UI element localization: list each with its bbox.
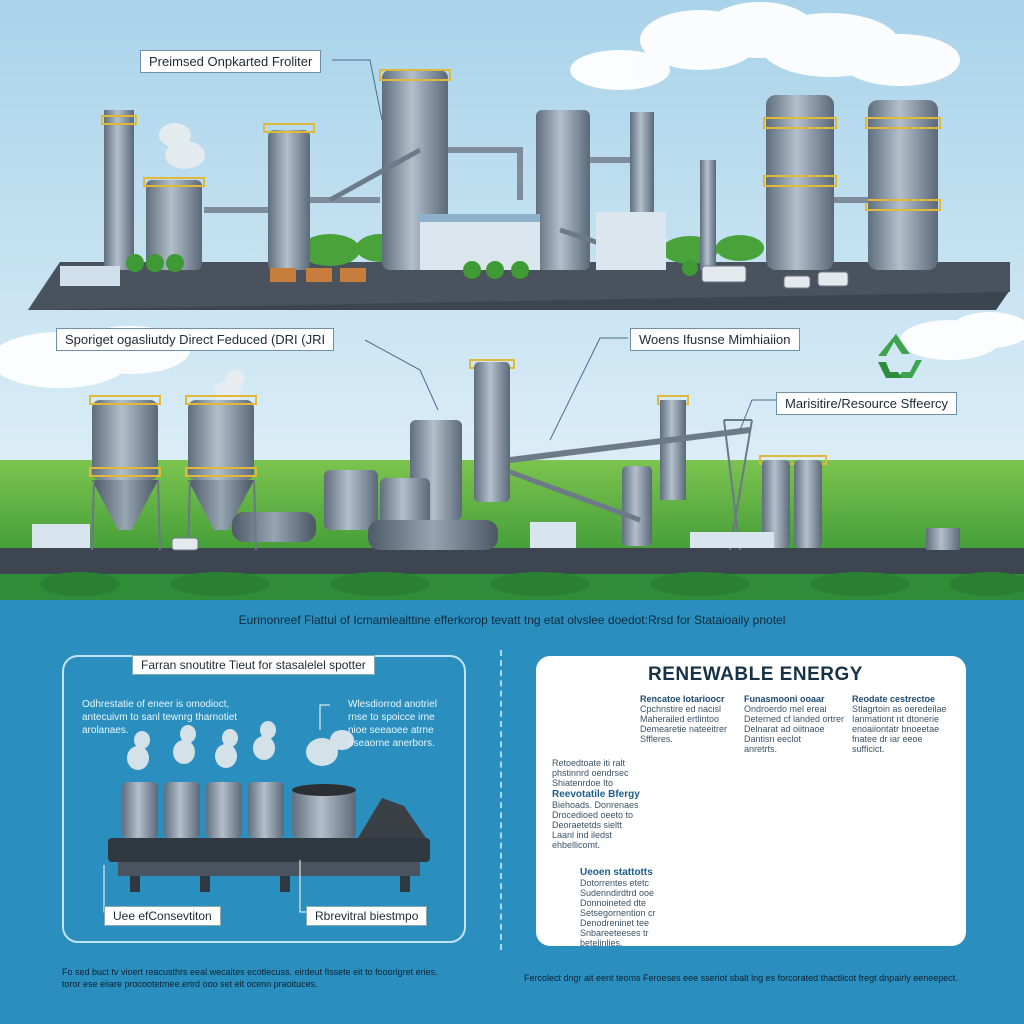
smoke [159, 123, 245, 403]
left-panel-title: Farran snoutitre Tieut for stasalelel sp… [132, 655, 375, 675]
re-subsection-2: Ueoen stattotts Dotorrentes etetc Sudenn… [580, 867, 656, 949]
footer-right: Fercolect dngr ait eent teoms Feroeses e… [524, 973, 958, 983]
re-subsection-1: Reevotatile Bfergy Biehoads. Donrenaes D… [552, 789, 640, 851]
callout-resource: Marisitire/Resource Sffeercy [776, 392, 958, 415]
label-conservation: Uee efConsevtiton [104, 906, 221, 926]
recycle-icon [878, 334, 922, 378]
re-column-2: Funasmooni ooaar Ondroerdo mel ereai Det… [744, 694, 845, 754]
callout-top: Preimsed Onpkarted Froliter [140, 50, 322, 73]
bottom-plant [0, 359, 1024, 600]
panel-divider [500, 650, 502, 950]
info-headline: Eurinonreef Flattul of Icmamlealttine ef… [238, 613, 786, 627]
callout-leaders [332, 59, 776, 441]
re-column-3: Reodate cestrectoe Stlagrtoin as oeredei… [852, 694, 947, 754]
callout-waste: Woens Ifusnse Mimhiaiion [630, 328, 800, 351]
re-recycle-note: Retoedtoate iti ralt phstinnrd oendrsec … [552, 758, 629, 788]
left-panel-text-a: Odhrestatie of eneer is omodioct, antecu… [82, 699, 238, 736]
renewable-energy-panel: RENEWABLE ENERGY Rencatoe lotarioocr Cpc… [536, 656, 966, 949]
left-panel-text-b: Wlesdiorrod anotriel rnse to spoicce irn… [348, 699, 437, 749]
footer-left: Fo sed buct tv vioert reacusthrs eeal we… [62, 967, 438, 989]
top-plant [28, 69, 1010, 310]
re-column-1: Rencatoe lotarioocr Cpchnstire ed nacisl… [640, 694, 728, 744]
callout-dri: Sporiget ogasliutdy Direct Feduced (DRI … [56, 328, 335, 351]
renewable-energy-title: RENEWABLE ENERGY [648, 664, 863, 685]
left-panel-machinery [103, 704, 430, 913]
label-biestmpo: Rbrevitral biestmpo [306, 906, 428, 926]
